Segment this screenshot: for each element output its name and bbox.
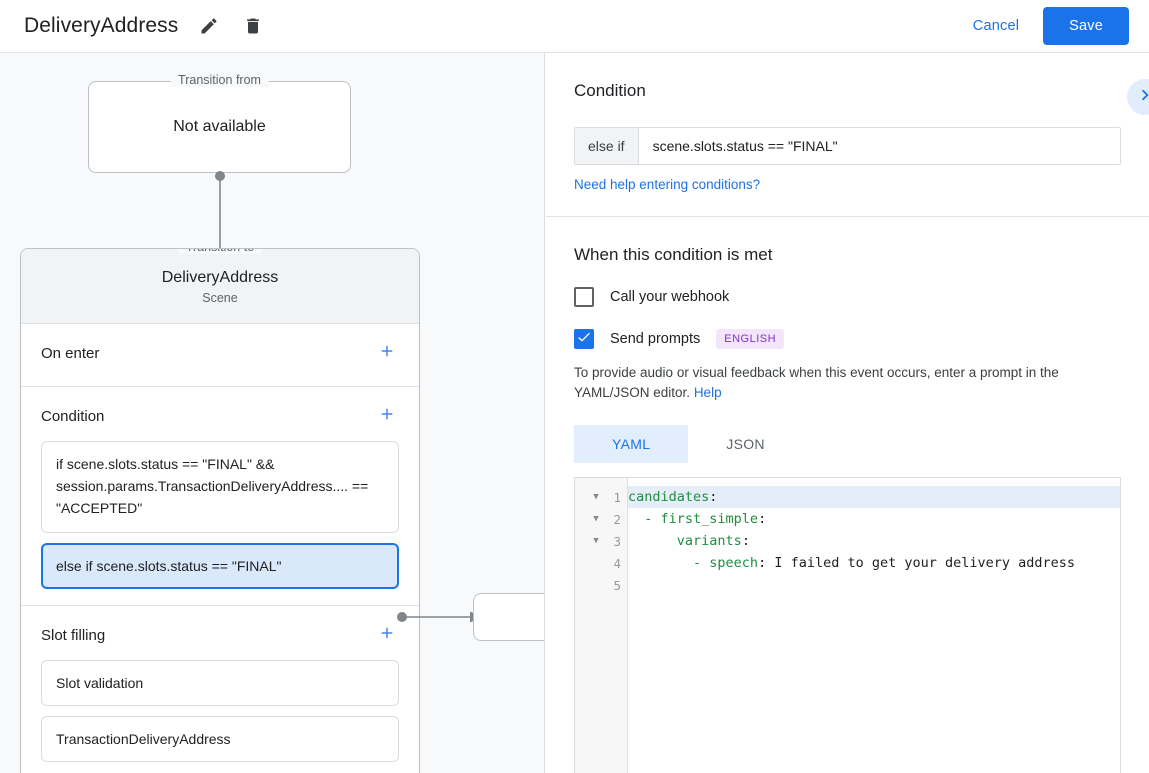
section-header-on-enter: On enter xyxy=(41,338,399,368)
edit-name-button[interactable] xyxy=(196,13,222,39)
section-header-slot-filling: Slot filling xyxy=(41,620,399,650)
code-indent xyxy=(628,533,677,549)
condition-block: Condition else if Need help entering con… xyxy=(546,53,1149,217)
gutter-line: 4 xyxy=(575,552,627,574)
when-condition-met-block: When this condition is met Call your web… xyxy=(546,217,1149,773)
code-indent: - xyxy=(628,555,710,571)
top-app-bar: DeliveryAddress Cancel Save xyxy=(0,0,1149,53)
gutter-line: ▼2 xyxy=(575,508,627,530)
section-slot-filling: Slot filling Slot validation Transaction… xyxy=(21,606,419,773)
line-number: 2 xyxy=(613,511,621,527)
transition-from-legend: Transition from xyxy=(170,73,269,87)
condition-card[interactable]: if scene.slots.status == "FINAL" && sess… xyxy=(41,441,399,533)
save-button[interactable]: Save xyxy=(1043,7,1129,45)
section-condition: Condition if scene.slots.status == "FINA… xyxy=(21,387,419,606)
code-key: variants xyxy=(676,533,742,549)
graph-canvas[interactable]: Transition from Not available Transition… xyxy=(0,53,545,773)
slot-validation-card[interactable]: Slot validation xyxy=(41,660,399,706)
language-badge: ENGLISH xyxy=(716,329,785,349)
condition-input-row[interactable]: else if xyxy=(574,127,1121,165)
tab-json[interactable]: JSON xyxy=(726,436,765,452)
delete-button[interactable] xyxy=(240,13,266,39)
line-number: 1 xyxy=(613,489,621,505)
section-title-on-enter: On enter xyxy=(41,344,100,362)
code-line: candidates: xyxy=(628,486,1120,508)
scene-type: Scene xyxy=(202,291,238,305)
when-condition-met-heading: When this condition is met xyxy=(574,245,773,264)
code-line: variants: xyxy=(628,530,1120,552)
condition-card-selected[interactable]: else if scene.slots.status == "FINAL" xyxy=(41,543,399,589)
line-number: 3 xyxy=(613,533,621,549)
section-on-enter: On enter xyxy=(21,324,419,387)
code-colon: : xyxy=(758,511,767,527)
code-key: candidates xyxy=(628,489,710,505)
code-colon: : xyxy=(758,555,767,571)
call-webhook-label: Call your webhook xyxy=(610,289,730,305)
code-indent: - xyxy=(628,511,661,527)
gutter-line: ▼3 xyxy=(575,530,627,552)
code-key: speech xyxy=(709,555,759,571)
detail-panel: Condition else if Need help entering con… xyxy=(546,53,1149,773)
fold-arrow-icon[interactable]: ▼ xyxy=(593,535,599,546)
code-line: - first_simple: xyxy=(628,508,1120,530)
code-key: first_simple xyxy=(660,511,759,527)
page-title: DeliveryAddress xyxy=(24,14,179,37)
tab-yaml[interactable]: YAML xyxy=(574,425,689,463)
send-prompts-row[interactable]: Send prompts ENGLISH xyxy=(574,329,1121,349)
call-webhook-checkbox[interactable] xyxy=(574,287,594,307)
fold-arrow-icon[interactable]: ▼ xyxy=(593,513,599,524)
editor-code-area[interactable]: candidates: - first_simple: variants: - … xyxy=(628,478,1120,773)
pencil-icon xyxy=(199,16,219,36)
line-number: 4 xyxy=(613,555,621,571)
scene-name: DeliveryAddress xyxy=(161,269,279,286)
chevron-right-icon xyxy=(1134,84,1149,111)
code-colon: : xyxy=(709,489,718,505)
gutter-line: 5 xyxy=(575,574,627,596)
section-title-slot-filling: Slot filling xyxy=(41,626,106,644)
section-header-condition: Condition xyxy=(41,401,399,431)
add-condition-button[interactable] xyxy=(375,404,399,428)
webhook-row[interactable]: Call your webhook xyxy=(574,287,1121,307)
checkmark-icon xyxy=(576,329,592,350)
prompts-description-text: To provide audio or visual feedback when… xyxy=(574,365,1059,400)
transition-from-title: Not available xyxy=(173,118,266,135)
section-title-condition: Condition xyxy=(41,407,105,425)
transition-from-node[interactable]: Transition from Not available xyxy=(88,73,351,173)
line-number: 5 xyxy=(613,577,621,593)
trash-icon xyxy=(243,16,263,36)
code-line: - speech: I failed to get your delivery … xyxy=(628,552,1120,574)
code-colon: : xyxy=(741,533,750,549)
send-prompts-label: Send prompts xyxy=(610,331,701,347)
send-prompts-checkbox[interactable] xyxy=(574,329,594,349)
code-value: I failed to get your delivery address xyxy=(766,555,1076,571)
editor-gutter: ▼1 ▼2 ▼3 4 5 xyxy=(575,478,628,773)
next-node-stub[interactable] xyxy=(473,593,544,641)
transition-to-node[interactable]: Transition to DeliveryAddress Scene On e… xyxy=(20,248,420,773)
slot-card-transaction-delivery-address[interactable]: TransactionDeliveryAddress xyxy=(41,716,399,762)
plus-icon xyxy=(378,405,396,428)
condition-help-link[interactable]: Need help entering conditions? xyxy=(574,177,761,192)
condition-expression-input[interactable] xyxy=(638,128,1120,164)
condition-heading: Condition xyxy=(574,81,646,100)
expand-panel-button[interactable] xyxy=(1127,79,1149,115)
plus-icon xyxy=(378,624,396,647)
prompt-code-editor[interactable]: ▼1 ▼2 ▼3 4 5 candidates: - first_simple:… xyxy=(574,477,1121,773)
gutter-line: ▼1 xyxy=(575,486,627,508)
plus-icon xyxy=(378,342,396,365)
scene-header: DeliveryAddress Scene xyxy=(21,249,419,324)
prompts-help-link[interactable]: Help xyxy=(693,385,722,400)
add-on-enter-button[interactable] xyxy=(375,341,399,365)
editor-format-tabs: YAML JSON xyxy=(574,425,1121,463)
transition-to-legend: Transition to xyxy=(177,249,263,254)
fold-arrow-icon[interactable]: ▼ xyxy=(593,491,599,502)
cancel-button[interactable]: Cancel xyxy=(957,10,1035,42)
prompts-description: To provide audio or visual feedback when… xyxy=(574,363,1121,403)
topbar-actions: Cancel Save xyxy=(957,7,1129,45)
add-slot-filling-button[interactable] xyxy=(375,623,399,647)
code-line xyxy=(628,574,1120,596)
condition-prefix-label: else if xyxy=(575,128,639,164)
